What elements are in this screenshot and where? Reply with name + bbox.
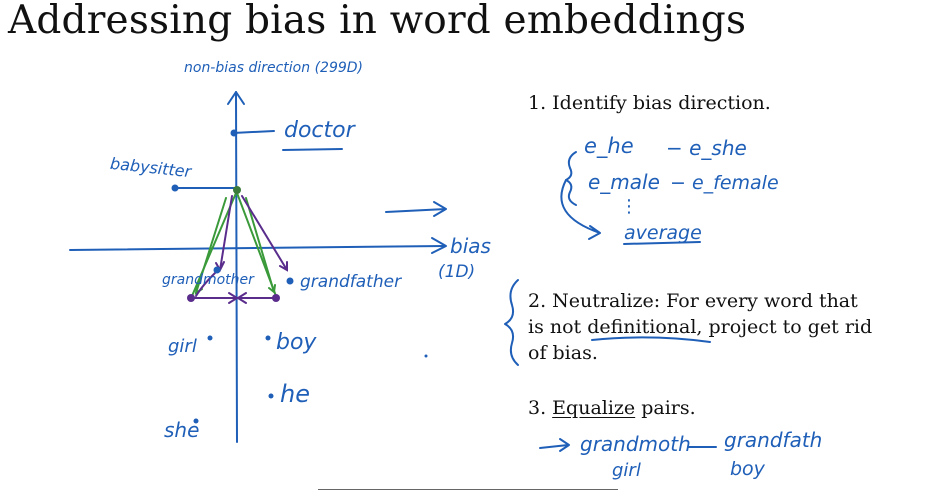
step-equalize: 3. Equalize pairs. (528, 397, 696, 419)
word-boy: boy (276, 330, 317, 355)
babysitter-projected-point (233, 186, 241, 194)
boy-point (265, 335, 271, 341)
stray-dot (424, 354, 428, 358)
handwritten-grandfather: grandfath (724, 428, 823, 452)
she-point (193, 418, 199, 424)
grandfather-equalized-point (272, 294, 280, 302)
step-neutralize-line1: 2. Neutralize: For every word that (528, 290, 858, 312)
average-arrow (560, 179, 601, 240)
non-bias-axis (235, 91, 238, 443)
word-doctor: doctor (284, 118, 355, 143)
step-neutralize: 2. Neutralize: For every word that is no… (528, 288, 872, 366)
word-she: she (164, 418, 200, 442)
word-grandmother: grandmother (162, 272, 254, 288)
handwritten-boy: boy (730, 458, 765, 480)
word-he: he (280, 380, 310, 408)
non-bias-axis-arrowhead (227, 91, 245, 105)
equalize-arrow (539, 438, 570, 452)
grandmother-point (213, 266, 221, 274)
handwritten-e-male: e_male (588, 170, 660, 194)
horizontal-axis-dim: (1D) (438, 262, 476, 282)
handwritten-e-she: − e_she (666, 136, 747, 160)
definitional-term: definitional (587, 316, 697, 338)
he-point (268, 393, 274, 399)
vertical-axis-label: non-bias direction (299D) (184, 60, 363, 76)
doctor-connector (232, 130, 275, 134)
word-girl: girl (168, 336, 197, 357)
girl-point (207, 335, 213, 341)
babysitter-point (171, 184, 179, 192)
handwritten-e-he: e_he (584, 134, 634, 158)
handwritten-grandmother: grandmoth (580, 432, 691, 456)
handwritten-average: average (624, 222, 702, 244)
free-arrow (385, 201, 447, 217)
doctor-point (230, 129, 238, 137)
grandmother-equalized-point (187, 294, 195, 302)
step2-brace (504, 279, 519, 366)
handwritten-e-female: − e_female (670, 172, 779, 194)
step-neutralize-line2: is not definitional, project to get rid (528, 316, 873, 338)
grandfather-point (286, 277, 294, 285)
handwritten-girl: girl (612, 460, 641, 481)
bias-axis-arrowhead (431, 237, 447, 254)
equalize-term: Equalize (552, 397, 636, 419)
bottom-rule (318, 489, 618, 490)
word-grandfather: grandfather (300, 272, 402, 292)
step1-brace (565, 151, 577, 206)
slide-title: Addressing bias in word embeddings (8, 0, 747, 43)
step-identify: 1. Identify bias direction. (528, 92, 771, 114)
horizontal-axis-label: bias (450, 234, 491, 258)
step-neutralize-line3: of bias. (528, 342, 598, 364)
handwritten-dots: ⋮ (620, 196, 638, 217)
